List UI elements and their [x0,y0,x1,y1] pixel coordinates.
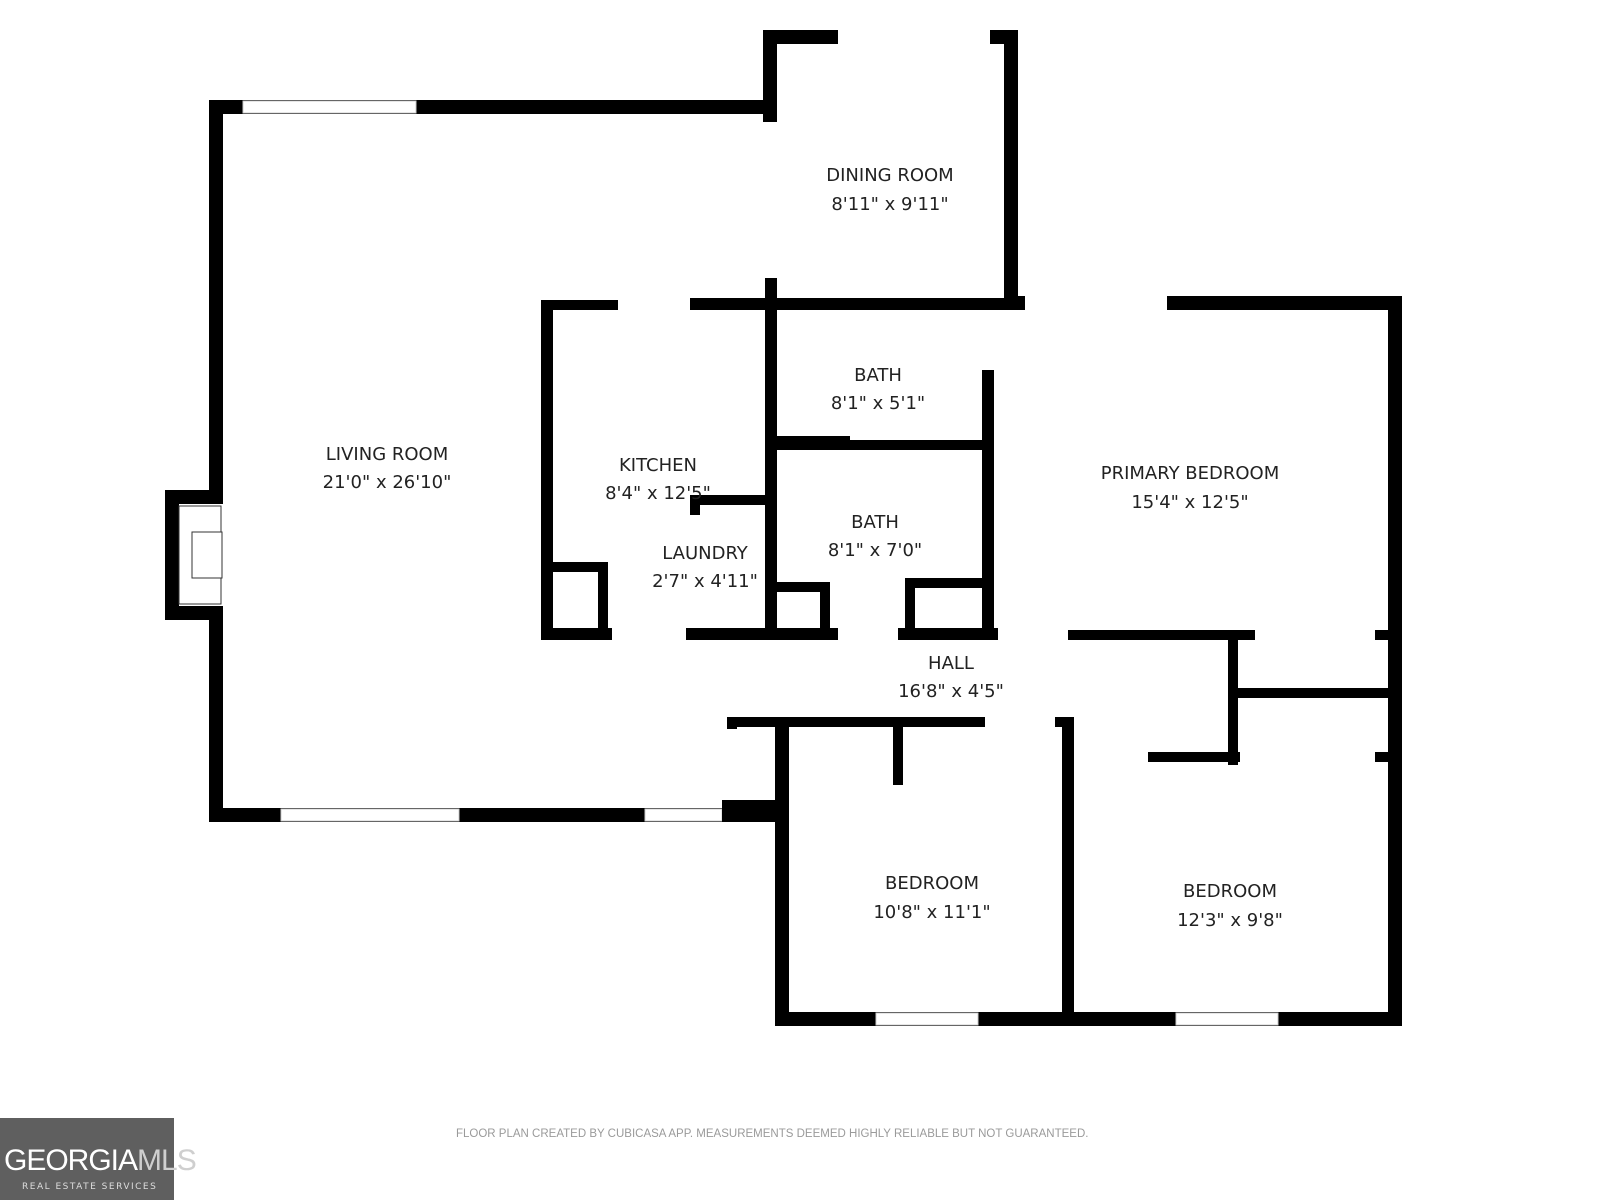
room-size: 8'1" x 5'1" [831,393,925,414]
walls [165,30,1402,1026]
room-name: LAUNDRY [662,543,749,564]
room-name: BATH [851,512,899,533]
room-name: DINING ROOM [826,165,953,186]
disclaimer: FLOOR PLAN CREATED BY CUBICASA APP. MEAS… [456,1128,1089,1140]
room-bedroom-1: BEDROOM 10'8" x 11'1" [873,873,990,923]
room-size: 10'8" x 11'1" [873,902,990,923]
logo-accent: MLS [137,1144,197,1177]
room-hall: HALL 16'8" x 4'5" [898,653,1004,702]
room-size: 8'1" x 7'0" [828,540,922,561]
room-size: 2'7" x 4'11" [652,571,758,592]
room-size: 8'11" x 9'11" [831,194,948,215]
logo-wordmark: GEORGIAMLS [4,1144,197,1178]
logo-main: GEORGIA [4,1144,138,1177]
room-size: 8'4" x 12'5" [605,483,711,504]
room-bath-2: BATH 8'1" x 7'0" [828,512,922,561]
room-bedroom-2: BEDROOM 12'3" x 9'8" [1177,881,1283,931]
room-size: 16'8" x 4'5" [898,681,1004,702]
georgia-mls-logo: GEORGIAMLS REAL ESTATE SERVICES [0,1118,197,1200]
room-bath-1: BATH 8'1" x 5'1" [831,365,925,414]
room-name: LIVING ROOM [326,444,448,465]
room-primary-bedroom: PRIMARY BEDROOM 15'4" x 12'5" [1101,463,1280,513]
room-dining: DINING ROOM 8'11" x 9'11" [826,165,953,215]
room-size: 15'4" x 12'5" [1131,492,1248,513]
room-name: HALL [928,653,974,674]
room-name: PRIMARY BEDROOM [1101,463,1280,484]
room-size: 12'3" x 9'8" [1177,910,1283,931]
logo-tagline: REAL ESTATE SERVICES [22,1182,158,1192]
room-name: BEDROOM [1183,881,1277,902]
room-name: BATH [854,365,902,386]
room-name: BEDROOM [885,873,979,894]
room-living: LIVING ROOM 21'0" x 26'10" [323,444,452,493]
room-size: 21'0" x 26'10" [323,472,452,493]
room-laundry: LAUNDRY 2'7" x 4'11" [652,543,758,592]
room-kitchen: KITCHEN 8'4" x 12'5" [605,455,711,504]
room-name: KITCHEN [619,455,697,476]
